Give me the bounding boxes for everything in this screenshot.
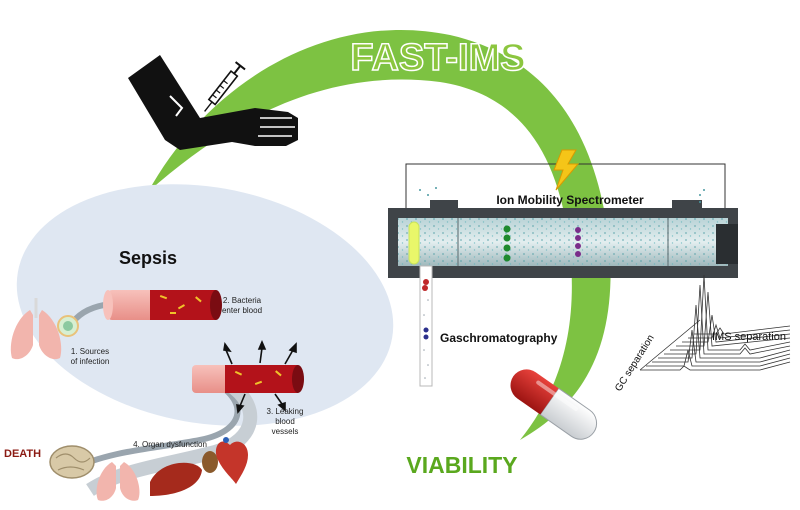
ims-label: Ion Mobility Spectrometer bbox=[496, 193, 644, 207]
step2-line1: 2. Bacteria bbox=[223, 296, 262, 305]
step3-line1: 3. Leaking bbox=[267, 407, 304, 416]
lungs-2-icon bbox=[96, 462, 140, 501]
viability-label: VIABILITY bbox=[406, 452, 517, 478]
gc-label: Gaschromatography bbox=[440, 331, 558, 345]
death-label: DEATH bbox=[4, 448, 41, 460]
heart-icon bbox=[215, 437, 248, 484]
gc-axis-label: GC separation bbox=[613, 333, 657, 394]
ims-axis-label: IMS separation bbox=[712, 331, 786, 343]
step4-label: 4. Organ dysfunction bbox=[133, 440, 207, 449]
sepsis-title: Sepsis bbox=[119, 248, 177, 268]
step2-line2: enter blood bbox=[222, 306, 262, 315]
step1-line2: of infection bbox=[71, 357, 110, 366]
purple-ions bbox=[575, 227, 581, 257]
ion-mobility-spectrometer bbox=[388, 163, 738, 278]
lightning-bolt-icon bbox=[553, 149, 580, 191]
blood-vessel-1 bbox=[103, 290, 222, 320]
step1-line1: 1. Sources bbox=[71, 347, 109, 356]
brain-icon bbox=[49, 445, 95, 479]
step3-line2: blood bbox=[275, 417, 295, 426]
title: FAST-IMS bbox=[350, 37, 525, 79]
kidney-icon bbox=[202, 451, 218, 473]
blood-vessel-2 bbox=[192, 339, 304, 414]
liver-icon bbox=[150, 462, 202, 496]
gc-ims-spectra bbox=[639, 274, 791, 371]
arm-with-syringe-icon bbox=[128, 55, 298, 150]
capsule-icon bbox=[510, 369, 598, 440]
green-ions bbox=[503, 225, 511, 262]
organs-row bbox=[49, 437, 248, 501]
lungs-icon bbox=[10, 298, 79, 360]
step3-line3: vessels bbox=[272, 427, 299, 436]
gc-column bbox=[419, 265, 433, 387]
